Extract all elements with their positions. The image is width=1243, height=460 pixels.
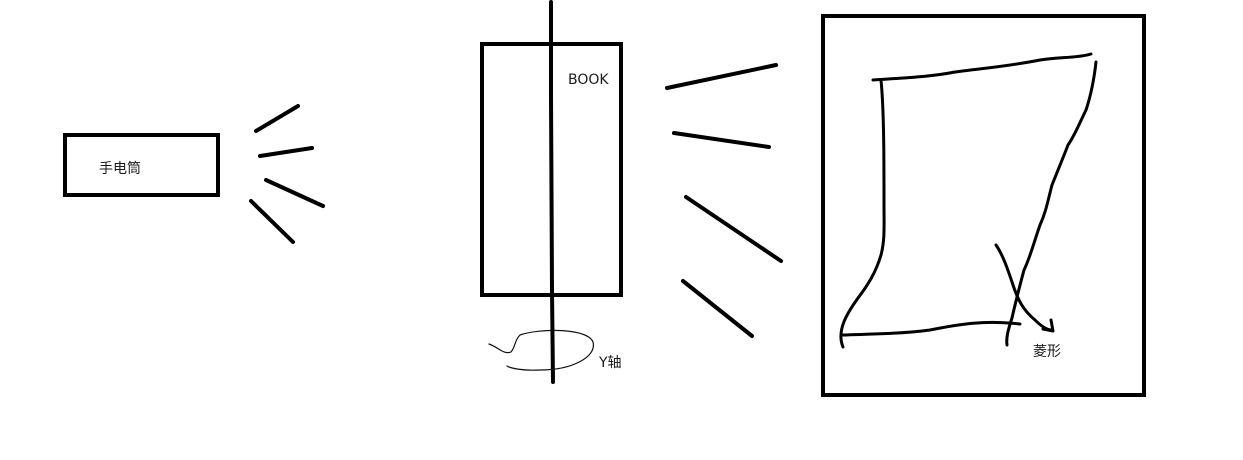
book-ray [684,195,783,263]
flashlight-ray [249,199,295,244]
book-ray [665,63,778,90]
rhombus-shape [839,52,1098,349]
flashlight-ray [254,104,300,133]
flashlight-label: 手电筒 [99,161,141,177]
rotation-arrow [488,329,594,371]
y-axis-label: Y轴 [599,355,622,371]
rhombus-right-edge [1005,60,1098,347]
rhombus-top-edge [871,52,1093,82]
flashlight-box [63,133,220,197]
rhombus-bottom-edge [841,320,1022,337]
flashlight-ray [258,146,314,158]
rhombus-pointer-arrow [994,243,1054,332]
y-axis-line [549,0,555,384]
flashlight-light-rays [249,104,325,244]
book-ray [672,131,771,149]
book-light-rays [665,63,783,338]
rhombus-left-edge [839,78,886,349]
rhombus-pointer-arrowhead [1041,318,1055,333]
book-ray [681,279,754,338]
flashlight-ray [264,178,325,208]
rhombus-label: 菱形 [1033,344,1061,360]
book-label: BOOK [568,72,609,88]
screen-frame [821,14,1146,397]
